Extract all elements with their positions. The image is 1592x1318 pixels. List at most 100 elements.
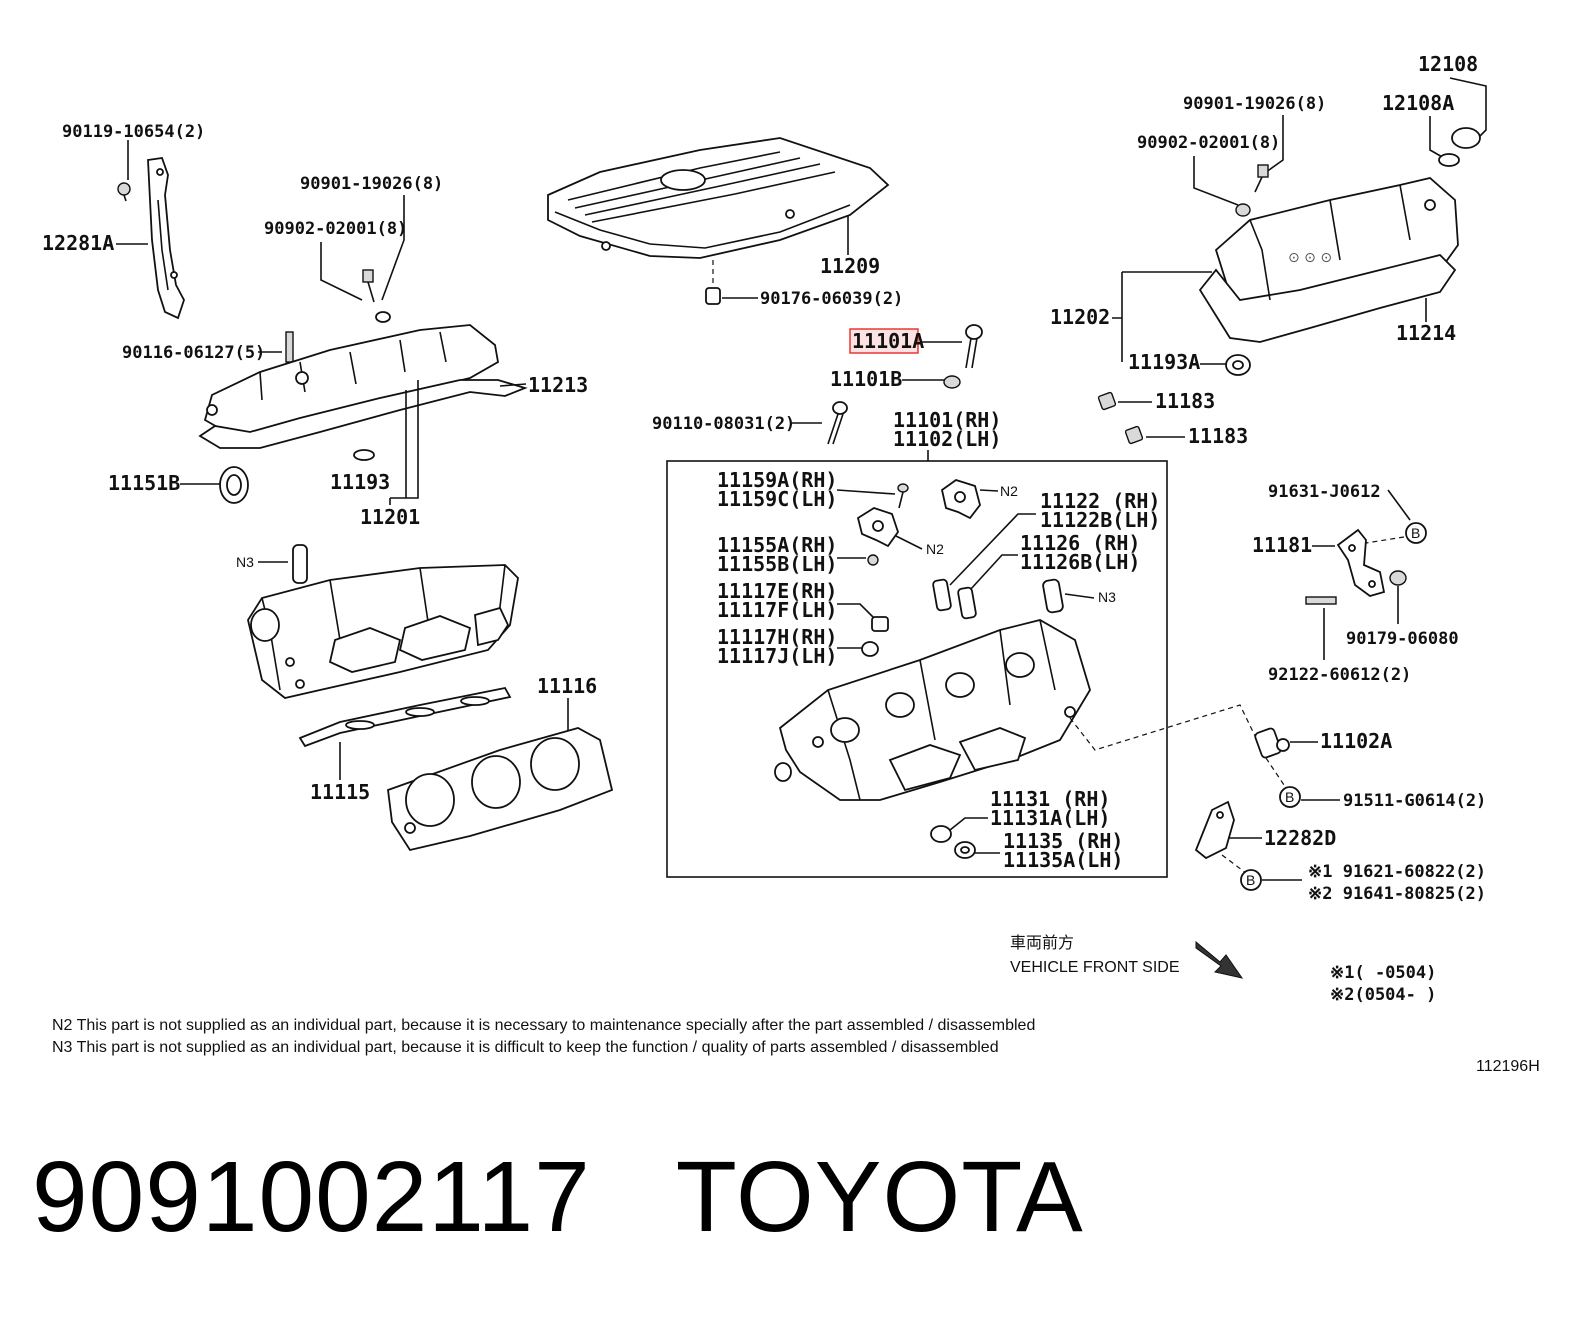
note-n3: N3 This part is not supplied as an indiv… (52, 1039, 999, 1056)
label-11183-lower[interactable]: 11183 (1188, 424, 1248, 448)
label-90902-02001-right[interactable]: 90902-02001(8) (1137, 133, 1280, 153)
bracket-11181-drawing (1336, 528, 1386, 597)
label-11117j-lh[interactable]: 11117J(LH) (717, 644, 837, 668)
seal-11193a-drawing (1225, 354, 1251, 376)
washer-11101b-drawing (943, 375, 961, 389)
label-90901-19026-left[interactable]: 90901-19026(8) (300, 174, 443, 194)
diagram-reference-code: 112196H (1476, 1058, 1540, 1075)
label-11122-rh[interactable]: 11122 (RH) (1040, 489, 1160, 513)
label-11202[interactable]: 11202 (1050, 305, 1110, 329)
label-11155b-lh[interactable]: 11155B(LH) (717, 552, 837, 576)
label-11155a-rh[interactable]: 11155A(RH) (717, 533, 837, 557)
label-11115[interactable]: 11115 (310, 780, 370, 804)
label-91641-80825[interactable]: ※2 91641-80825(2) (1308, 884, 1486, 904)
label-90901-19026-right[interactable]: 90901-19026(8) (1183, 94, 1326, 114)
label-12282d[interactable]: 12282D (1264, 826, 1336, 850)
label-11131-rh[interactable]: 11131 (RH) (990, 787, 1110, 811)
label-11201[interactable]: 11201 (360, 505, 420, 529)
bracket-12282d-drawing (1194, 800, 1235, 860)
label-12281a[interactable]: 12281A (42, 231, 114, 255)
dowel-n3-left-drawing (292, 544, 308, 584)
date-range-2: ※2(0504- ) (1330, 985, 1436, 1005)
label-11135-rh[interactable]: 11135 (RH) (1003, 829, 1123, 853)
svg-text:B: B (1246, 872, 1255, 888)
circle-b-1: B (1405, 522, 1427, 544)
label-11135a-lh[interactable]: 11135A(LH) (1003, 848, 1123, 872)
label-11102a[interactable]: 11102A (1320, 729, 1392, 753)
label-12108[interactable]: 12108 (1418, 52, 1478, 76)
label-90110-08031[interactable]: 90110-08031(2) (652, 414, 795, 434)
label-n3-center[interactable]: N3 (1098, 589, 1116, 605)
subassembly-frame (666, 460, 1168, 878)
front-side-japanese: 車両前方 (1010, 934, 1074, 952)
bolt-90119-drawing (117, 182, 131, 202)
label-91621-60822[interactable]: ※1 91621-60822(2) (1308, 862, 1486, 882)
bolt-90110-drawing (827, 401, 848, 445)
bracket-12281a-drawing (147, 157, 185, 320)
bolt-11159-drawing (897, 483, 909, 509)
label-11102-lh[interactable]: 11102(LH) (893, 427, 1001, 451)
label-11117f-lh[interactable]: 11117F(LH) (717, 598, 837, 622)
head-gasket-11116-drawing (387, 727, 614, 852)
label-11181[interactable]: 11181 (1252, 533, 1312, 557)
label-11126-rh[interactable]: 11126 (RH) (1020, 531, 1140, 555)
note-n2: N2 This part is not supplied as an indiv… (52, 1017, 1035, 1034)
oil-cap-12108-drawing (1438, 127, 1481, 167)
label-92122-60612[interactable]: 92122-60612(2) (1268, 665, 1411, 685)
label-11214[interactable]: 11214 (1396, 321, 1456, 345)
bolt-grommet-left-drawing (362, 269, 391, 323)
label-90176-06039[interactable]: 90176-06039(2) (760, 289, 903, 309)
gasket-11193-drawing (353, 449, 375, 461)
label-90179-06080[interactable]: 90179-06080 (1346, 629, 1459, 649)
grommet-90176-drawing (705, 287, 721, 305)
label-90119-10654[interactable]: 90119-10654(2) (62, 122, 205, 142)
label-11213[interactable]: 11213 (528, 373, 588, 397)
bolt-11101a-drawing (965, 324, 983, 369)
label-11101-rh[interactable]: 11101(RH) (893, 408, 1001, 432)
label-11183-upper[interactable]: 11183 (1155, 389, 1215, 413)
head-cover-left-drawing (198, 324, 528, 449)
svg-text:B: B (1411, 525, 1420, 541)
stud-92122-drawing (1305, 596, 1337, 605)
front-side-english: VEHICLE FRONT SIDE (1010, 959, 1180, 976)
label-11131a-lh[interactable]: 11131A(LH) (990, 806, 1110, 830)
plug-11183-lower-drawing (1124, 425, 1144, 445)
front-direction-arrow-icon (1195, 940, 1244, 979)
gasket-11115-drawing (298, 686, 512, 748)
label-90116-06127[interactable]: 90116-06127(5) (122, 343, 265, 363)
label-11122b-lh[interactable]: 11122B(LH) (1040, 508, 1160, 532)
label-11101a[interactable]: 11101A (852, 329, 924, 353)
highlight-box-11101a (849, 328, 919, 354)
label-90902-02001-left[interactable]: 90902-02001(8) (264, 219, 407, 239)
label-11209[interactable]: 11209 (820, 254, 880, 278)
label-91511-g0614[interactable]: 91511-G0614(2) (1343, 791, 1486, 811)
label-n2-upper[interactable]: N2 (1000, 483, 1018, 499)
label-11101b[interactable]: 11101B (830, 367, 902, 391)
plug-11131-drawing (930, 825, 952, 843)
svg-text:⊙ ⊙ ⊙: ⊙ ⊙ ⊙ (1288, 250, 1332, 266)
label-11116[interactable]: 11116 (537, 674, 597, 698)
label-11159a-rh[interactable]: 11159A(RH) (717, 468, 837, 492)
bolt-grommet-right-drawing (1235, 164, 1269, 217)
plug-11183-upper-drawing (1097, 391, 1117, 411)
cam-cap-n2-lower-drawing (856, 507, 899, 548)
label-11126b-lh[interactable]: 11126B(LH) (1020, 550, 1140, 574)
plug-11117h-drawing (861, 641, 879, 657)
label-12108a[interactable]: 12108A (1382, 91, 1454, 115)
label-n3-left[interactable]: N3 (236, 554, 254, 570)
label-11193a[interactable]: 11193A (1128, 350, 1200, 374)
label-n2-lower[interactable]: N2 (926, 541, 944, 557)
label-11117h-rh[interactable]: 11117H(RH) (717, 625, 837, 649)
label-11117e-rh[interactable]: 11117E(RH) (717, 579, 837, 603)
label-11159c-lh[interactable]: 11159C(LH) (717, 487, 837, 511)
label-11151b[interactable]: 11151B (108, 471, 180, 495)
sensor-11102a-drawing (1254, 727, 1290, 759)
pin-11155-drawing (867, 554, 879, 566)
head-cover-right-drawing: ⊙ ⊙ ⊙ (1198, 177, 1459, 343)
label-11193[interactable]: 11193 (330, 470, 390, 494)
cylinder-head-center-drawing (778, 619, 1091, 801)
engine-cover-11209-drawing (547, 137, 890, 259)
label-91631-j0612[interactable]: 91631-J0612 (1268, 482, 1381, 502)
